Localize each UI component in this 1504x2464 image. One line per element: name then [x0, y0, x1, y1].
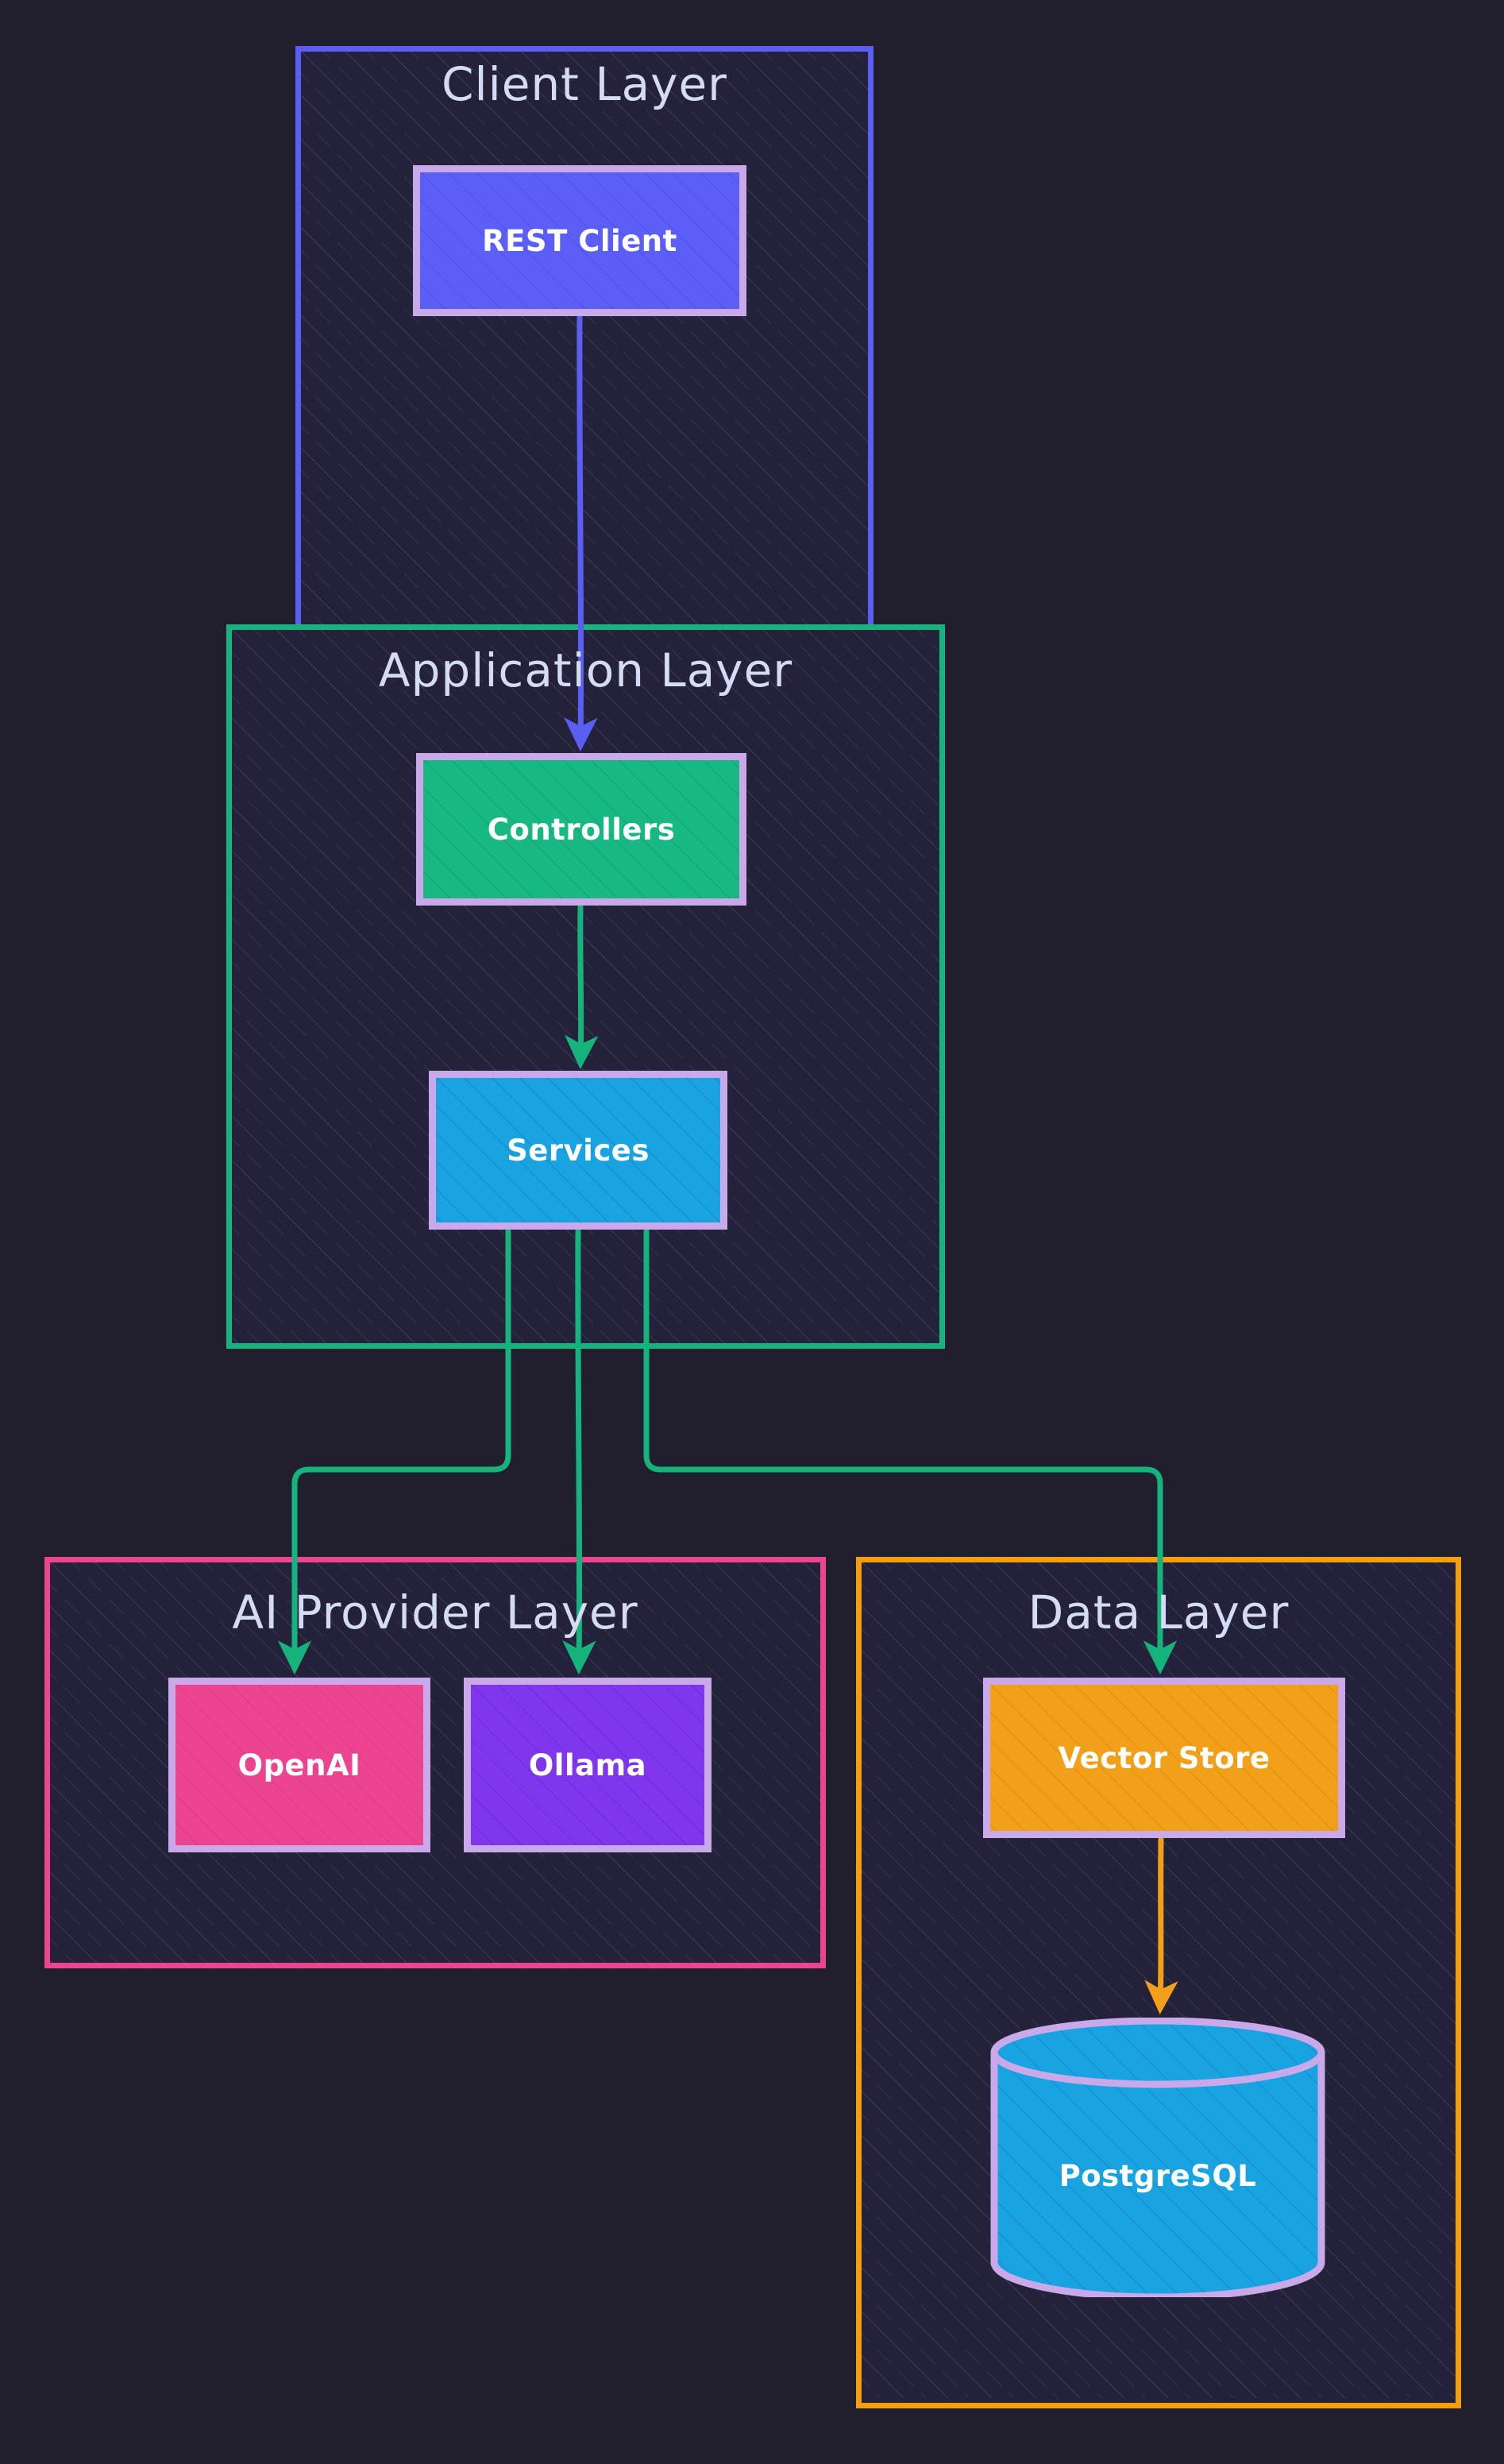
layer-title-ai-provider-layer: AI Provider Layer — [232, 1585, 638, 1639]
node-rest-client[interactable]: REST Client — [413, 165, 746, 316]
node-openai[interactable]: OpenAI — [168, 1678, 430, 1852]
node-label-rest-client: REST Client — [482, 223, 677, 258]
node-label-services: Services — [507, 1133, 650, 1168]
node-controllers[interactable]: Controllers — [416, 753, 746, 906]
node-postgresql[interactable]: PostgreSQL — [988, 2017, 1328, 2301]
layer-title-application-layer: Application Layer — [378, 643, 793, 697]
node-vector-store[interactable]: Vector Store — [983, 1678, 1345, 1838]
layer-title-client-layer: Client Layer — [441, 57, 728, 111]
node-label-ollama: Ollama — [528, 1748, 647, 1782]
hatch-pattern-application — [232, 630, 939, 1343]
node-ollama[interactable]: Ollama — [464, 1678, 712, 1852]
layer-application-layer[interactable] — [226, 624, 945, 1349]
node-label-openai: OpenAI — [237, 1748, 361, 1782]
layer-title-data-layer: Data Layer — [1028, 1585, 1290, 1639]
node-label-controllers: Controllers — [487, 812, 676, 847]
node-label-vector-store: Vector Store — [1058, 1740, 1271, 1775]
node-services[interactable]: Services — [429, 1071, 727, 1230]
